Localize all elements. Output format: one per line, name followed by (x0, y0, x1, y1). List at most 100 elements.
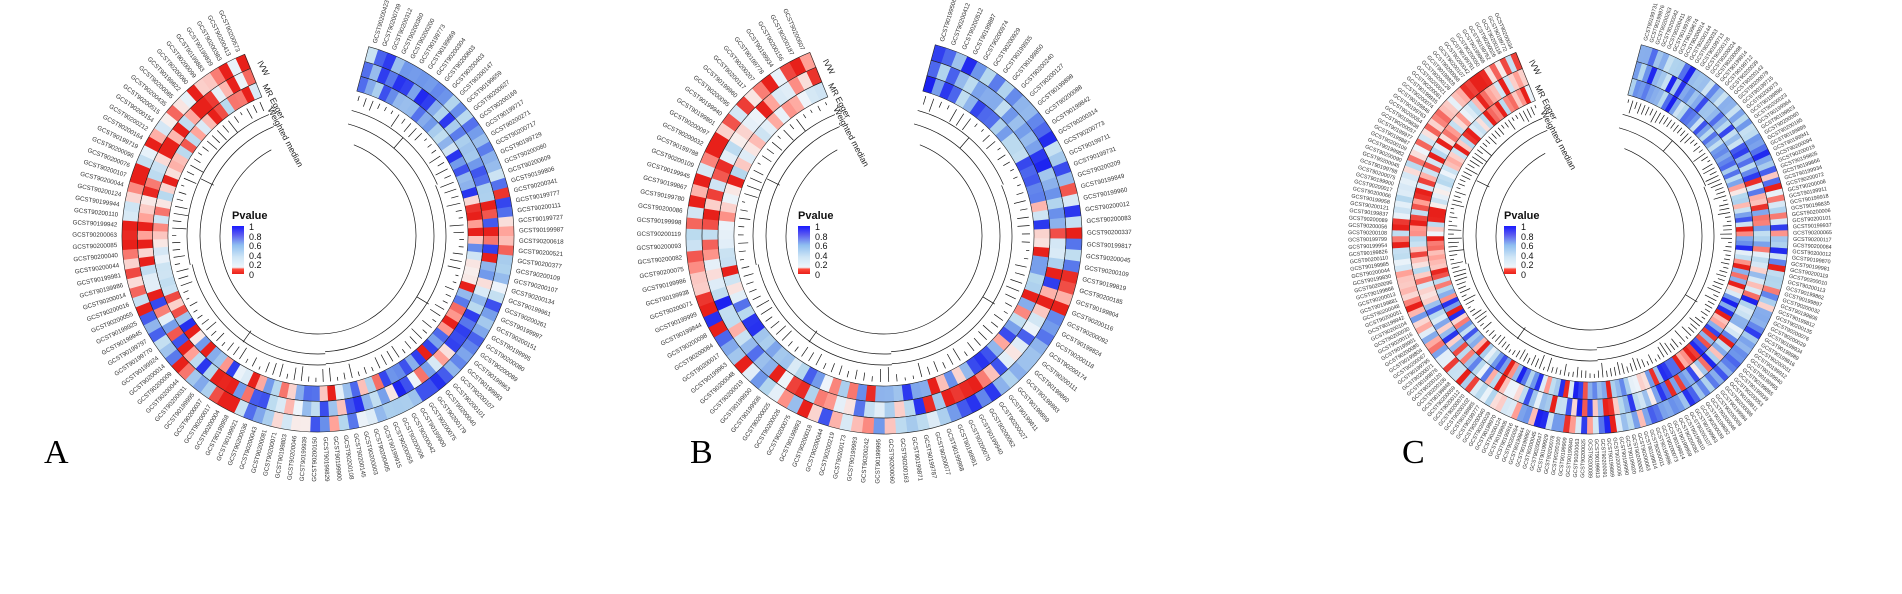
heatmap-cell (1006, 139, 1025, 157)
heatmap-cell (723, 272, 742, 287)
heatmap-cell (248, 388, 263, 407)
heatmap-cell (1032, 209, 1050, 222)
heatmap-cell (1056, 171, 1075, 188)
heatmap-cell (476, 315, 495, 331)
heatmap-cell (686, 249, 704, 263)
heatmap-cell (1741, 127, 1760, 143)
heatmap-cell (1735, 236, 1754, 242)
heatmap-cell (458, 140, 477, 157)
heatmap-cell (370, 373, 385, 391)
heatmap-cell (1032, 121, 1052, 140)
heatmap-cell (789, 56, 807, 77)
heatmap-cell (1506, 361, 1520, 380)
heatmap-cell (1720, 99, 1738, 116)
heatmap-cell (1656, 90, 1670, 109)
heatmap-cell (346, 412, 360, 430)
heatmap-cell (139, 309, 158, 326)
heatmap-cell (1542, 375, 1553, 394)
heatmap-cell (936, 63, 952, 82)
legend-colorbar (1504, 226, 1516, 274)
gwas-id-label: GCST90200045 (1086, 253, 1132, 265)
heatmap-cell (715, 121, 736, 141)
heatmap-cell (1729, 317, 1747, 331)
heatmap-cell (874, 385, 885, 402)
heatmap-cell (1458, 134, 1476, 150)
heatmap-cell (901, 383, 914, 401)
heatmap-cell (1062, 259, 1081, 274)
heatmap-cell (1758, 165, 1778, 178)
heatmap-cell (1752, 219, 1771, 227)
heatmap-cell (1502, 95, 1516, 113)
heatmap-cell (1441, 163, 1460, 176)
heatmap-cell (769, 67, 789, 88)
heatmap-cell (1419, 171, 1438, 183)
gwas-id-label: GCST90199937 (1793, 223, 1832, 231)
heatmap-cell (1723, 325, 1742, 340)
heatmap-cell (1693, 96, 1710, 114)
heatmap-cell (384, 383, 399, 402)
heatmap-cell (406, 83, 423, 102)
heatmap-cell (719, 337, 740, 357)
heatmap-cell (1763, 279, 1783, 291)
heatmap-cell (122, 229, 138, 241)
heatmap-cell (1724, 173, 1743, 185)
heatmap-cell (1562, 379, 1571, 398)
heatmap-cell (153, 303, 171, 319)
heatmap-cell (427, 122, 445, 140)
heatmap-cell (1455, 86, 1472, 104)
heatmap-cell (1416, 280, 1435, 291)
heatmap-cell (770, 86, 789, 107)
heatmap-cell (496, 206, 514, 219)
heatmap-cell (755, 99, 774, 119)
heatmap-cell (1709, 316, 1727, 331)
heatmap-cell (1442, 99, 1460, 116)
heatmap-cell (385, 88, 400, 106)
heatmap-cell (686, 216, 703, 230)
heatmap-cell (989, 357, 1009, 377)
heatmap-cell (384, 366, 400, 385)
heatmap-cell (179, 90, 198, 109)
heatmap-cell (1465, 330, 1482, 346)
method-label: IVW (821, 57, 837, 76)
heatmap-cell (1685, 89, 1701, 108)
heatmap-cell (1707, 138, 1725, 153)
heatmap-cell (1631, 374, 1642, 393)
heatmap-cell (1720, 356, 1738, 374)
heatmap-cell (703, 258, 722, 272)
heatmap-cell (1413, 270, 1432, 280)
heatmap-cell (752, 351, 772, 370)
heatmap-cell (718, 220, 735, 231)
heatmap-cell (157, 189, 174, 202)
heatmap-cell (1445, 304, 1464, 318)
heatmap-cell (905, 415, 919, 433)
heatmap-cell (302, 385, 313, 402)
method-label: IVW (255, 59, 271, 78)
heatmap-cell (1574, 416, 1582, 434)
heatmap-cell (1486, 348, 1502, 366)
heatmap-cell (1645, 387, 1658, 406)
heatmap-cell (723, 139, 744, 157)
heatmap-cell (852, 399, 866, 417)
heatmap-cell (1718, 300, 1737, 314)
heatmap-cell (257, 391, 271, 410)
heatmap-cell (1732, 262, 1751, 272)
heatmap-cell (776, 388, 795, 409)
heatmap-cell (751, 326, 771, 345)
heatmap-cell (270, 411, 284, 429)
heatmap-cell (702, 228, 719, 240)
heatmap-cell (1686, 385, 1701, 404)
heatmap-cell (1708, 368, 1725, 386)
heatmap-cell (1471, 358, 1487, 376)
heatmap-cell (1580, 416, 1588, 434)
heatmap-cell (931, 78, 946, 97)
heatmap-cell (1435, 136, 1454, 152)
legend-tick-label: 0.4 (249, 250, 262, 261)
heatmap-cell (327, 400, 339, 417)
heatmap-cell (872, 417, 885, 434)
heatmap-cell (426, 355, 444, 373)
gwas-id-label: GCST90199900 (332, 436, 343, 482)
heatmap-cell (1740, 166, 1759, 179)
heatmap-cell (1754, 154, 1773, 167)
heatmap-cell (1438, 103, 1456, 120)
heatmap-cell (1719, 159, 1737, 173)
